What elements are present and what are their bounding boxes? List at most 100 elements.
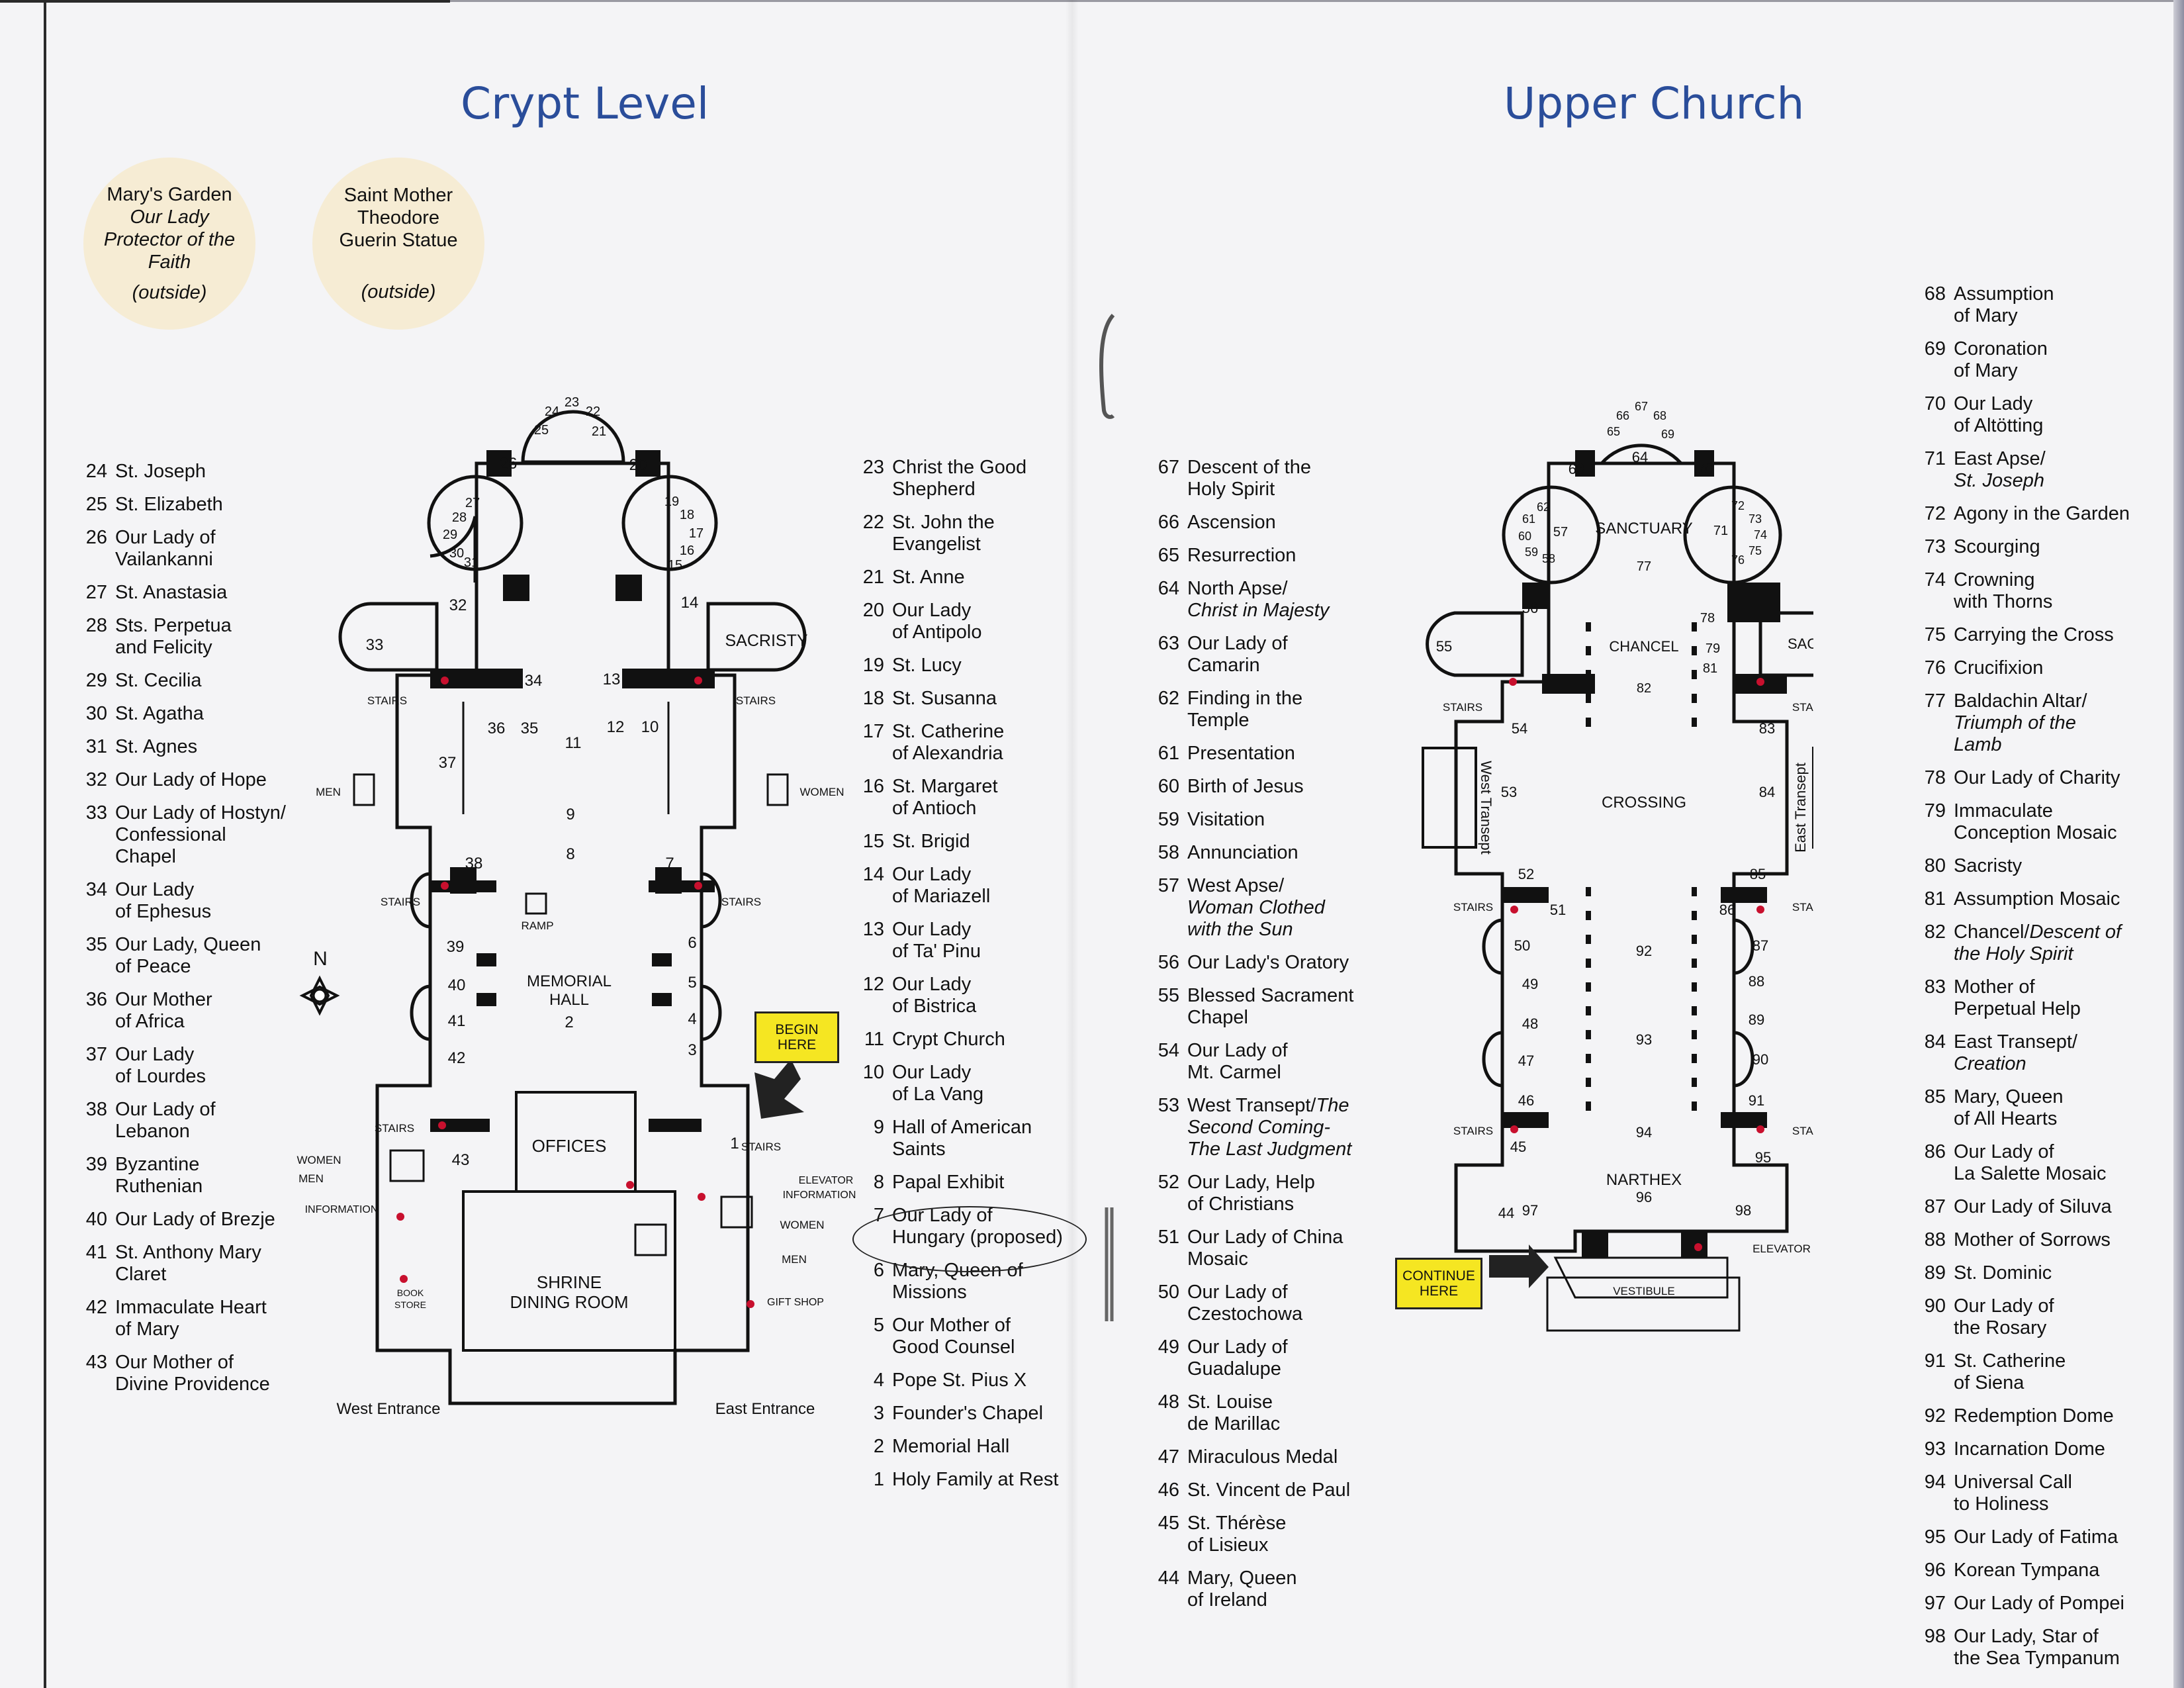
room-number: 27 xyxy=(465,496,480,510)
legend-name-line: Mt. Carmel xyxy=(1187,1062,1281,1083)
legend-name: Our Lady of xyxy=(1954,1295,2054,1317)
legend-number: 25 xyxy=(85,494,107,515)
legend-name: Mother of xyxy=(1954,976,2035,998)
legend-name-line: of Bistrica xyxy=(892,996,977,1017)
legend-name: Our Lady of xyxy=(1187,633,1288,654)
legend-number: 65 xyxy=(1158,545,1179,566)
stairs-label: STAIRS xyxy=(736,694,776,707)
room-number: 62 xyxy=(1537,500,1550,514)
legend-name: Mary, Queen xyxy=(1187,1568,1297,1589)
room-number: 2 xyxy=(565,1013,573,1031)
room-number: 17 xyxy=(689,526,704,541)
legend-name: Memorial Hall xyxy=(892,1436,1010,1457)
room-number: 1 xyxy=(730,1135,739,1152)
legend-name: Holy Family at Rest xyxy=(892,1469,1059,1490)
legend-number: 48 xyxy=(1158,1391,1179,1413)
legend-name: Hall of American xyxy=(892,1117,1032,1138)
elevator-label: ELEVATOR xyxy=(1752,1243,1811,1255)
room-number: 87 xyxy=(1752,937,1768,954)
legend-name-part: Chancel/ xyxy=(1954,921,2030,943)
room-number: 8 xyxy=(566,845,574,863)
legend-name-line: of Ireland xyxy=(1187,1589,1267,1611)
stairs-label: STAIRS xyxy=(1453,901,1493,914)
legend-name: West Apse/ xyxy=(1187,875,1285,896)
legend-number: 76 xyxy=(1924,657,1946,679)
legend-number: 13 xyxy=(862,919,884,940)
legend-name: West Transept/The xyxy=(1187,1095,1374,1117)
circle-text: Mary's Garden xyxy=(107,184,232,205)
dining-room-label: DINING ROOM xyxy=(510,1292,628,1312)
room-number: 47 xyxy=(1518,1053,1534,1069)
legend-number: 61 xyxy=(1158,743,1179,764)
room-number: 24 xyxy=(545,404,559,419)
legend-name: Baldachin Altar/ xyxy=(1954,690,2087,712)
legend-number: 32 xyxy=(85,769,107,790)
circle-text: Faith xyxy=(148,252,191,273)
begin-arrow-icon xyxy=(754,1059,804,1119)
memorial-label: MEMORIAL xyxy=(527,972,612,990)
legend-name: Immaculate xyxy=(1954,800,2053,821)
legend-number: 52 xyxy=(1158,1172,1179,1193)
legend-name-line: Mosaic xyxy=(1187,1248,1248,1270)
room-number: 21 xyxy=(592,424,606,439)
legend-name: Coronation xyxy=(1954,338,2048,359)
legend-subtitle: with the Sun xyxy=(1187,919,1293,940)
legend-name-line: Holy Spirit xyxy=(1187,479,1275,500)
legend-number: 83 xyxy=(1924,976,1946,998)
begin-label: BEGIN xyxy=(775,1022,819,1037)
room-number: 66 xyxy=(1616,409,1629,422)
legend-name: East Apse/ xyxy=(1954,448,2046,469)
legend-name: Our Lady of xyxy=(1187,1282,1288,1303)
legend-number: 96 xyxy=(1924,1560,1946,1581)
room-number: 28 xyxy=(452,510,467,525)
room-number: 11 xyxy=(565,734,582,752)
legend-name: North Apse/ xyxy=(1187,578,1288,599)
room-number: 38 xyxy=(465,855,483,872)
room-number: 6 xyxy=(688,934,696,952)
legend-number: 84 xyxy=(1924,1031,1946,1053)
room-number: 84 xyxy=(1759,784,1775,800)
legend-name: Redemption Dome xyxy=(1954,1405,2114,1427)
legend-name-line: of Antipolo xyxy=(892,622,982,643)
legend-name-line: La Salette Mosaic xyxy=(1954,1163,2107,1184)
legend-number: 67 xyxy=(1158,457,1179,478)
legend-name: Our Lady of Brezje xyxy=(115,1209,275,1230)
men-label: MEN xyxy=(298,1172,324,1185)
room-number: 39 xyxy=(447,938,465,956)
legend-name: Our Lady, Star of xyxy=(1954,1626,2099,1647)
legend-name: Birth of Jesus xyxy=(1187,776,1304,797)
legend-name: Universal Call xyxy=(1954,1472,2072,1493)
legend-name: Chancel/Descent of xyxy=(1954,921,2180,943)
offices-label: OFFICES xyxy=(532,1136,607,1156)
legend-number: 11 xyxy=(864,1029,884,1050)
room-number: 26 xyxy=(500,455,518,473)
sacristy-label: SACRISTY xyxy=(725,632,807,650)
legend-subtitle: the Holy Spirit xyxy=(1954,943,2073,964)
legend-name: Sts. Perpetua xyxy=(115,615,232,636)
legend-name: St. Joseph xyxy=(115,461,206,482)
